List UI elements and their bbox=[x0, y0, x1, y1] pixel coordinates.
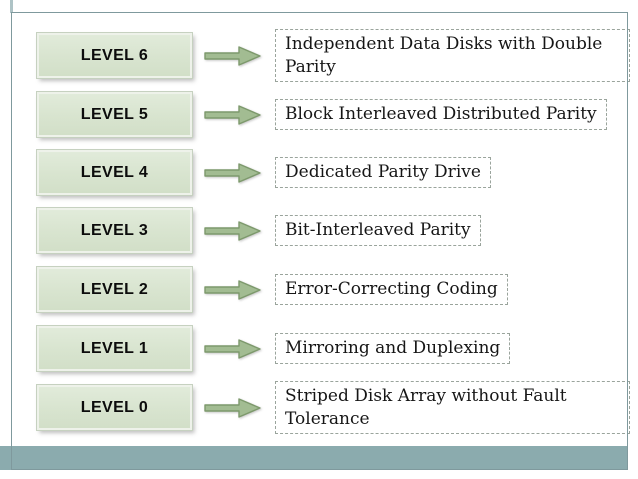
level-row: LEVEL 2 Error-Correcting Coding bbox=[37, 267, 508, 312]
arrow-right-icon bbox=[204, 220, 261, 241]
level-row: LEVEL 1 Mirroring and Duplexing bbox=[37, 326, 511, 371]
description-text: Mirroring and Duplexing bbox=[285, 338, 501, 359]
level-label: LEVEL 6 bbox=[80, 46, 149, 64]
arrow-right-icon bbox=[204, 338, 261, 359]
level-box: LEVEL 3 bbox=[37, 208, 192, 253]
description-box: Dedicated Parity Drive bbox=[275, 157, 491, 188]
level-row: LEVEL 5 Block Interleaved Distributed Pa… bbox=[37, 92, 607, 137]
level-box: LEVEL 2 bbox=[37, 267, 192, 312]
level-row: LEVEL 4 Dedicated Parity Drive bbox=[37, 150, 491, 195]
description-text: Striped Disk Array without Fault Toleran… bbox=[285, 385, 567, 429]
description-box: Error-Correcting Coding bbox=[275, 274, 508, 305]
arrow-right-icon bbox=[204, 104, 261, 125]
level-label: LEVEL 4 bbox=[80, 163, 149, 181]
arrow-right-icon bbox=[204, 45, 261, 66]
level-box: LEVEL 4 bbox=[37, 150, 192, 195]
description-box: Bit-Interleaved Parity bbox=[275, 215, 481, 246]
description-text: Dedicated Parity Drive bbox=[285, 162, 481, 183]
bottom-accent-band bbox=[0, 446, 628, 470]
level-row: LEVEL 6 Independent Data Disks with Doub… bbox=[37, 28, 630, 83]
description-text: Block Interleaved Distributed Parity bbox=[285, 104, 597, 125]
description-box: Block Interleaved Distributed Parity bbox=[275, 99, 607, 130]
level-box: LEVEL 6 bbox=[37, 33, 192, 78]
description-box: Mirroring and Duplexing bbox=[275, 333, 511, 364]
level-label: LEVEL 0 bbox=[80, 398, 149, 416]
level-box: LEVEL 1 bbox=[37, 326, 192, 371]
description-text: Independent Data Disks with Double Parit… bbox=[285, 33, 603, 77]
level-label: LEVEL 2 bbox=[80, 280, 149, 298]
level-label: LEVEL 3 bbox=[80, 221, 149, 239]
level-row: LEVEL 0 Striped Disk Array without Fault… bbox=[37, 380, 630, 435]
description-text: Error-Correcting Coding bbox=[285, 279, 498, 300]
level-box: LEVEL 5 bbox=[37, 92, 192, 137]
level-box: LEVEL 0 bbox=[37, 385, 192, 430]
level-row: LEVEL 3 Bit-Interleaved Parity bbox=[37, 208, 481, 253]
arrow-right-icon bbox=[204, 162, 261, 183]
description-box: Striped Disk Array without Fault Toleran… bbox=[275, 380, 630, 435]
level-label: LEVEL 1 bbox=[80, 339, 149, 357]
level-label: LEVEL 5 bbox=[80, 105, 149, 123]
description-box: Independent Data Disks with Double Parit… bbox=[275, 28, 630, 83]
description-text: Bit-Interleaved Parity bbox=[285, 220, 471, 241]
arrow-right-icon bbox=[204, 279, 261, 300]
arrow-right-icon bbox=[204, 397, 261, 418]
top-left-accent-tick bbox=[10, 0, 13, 13]
